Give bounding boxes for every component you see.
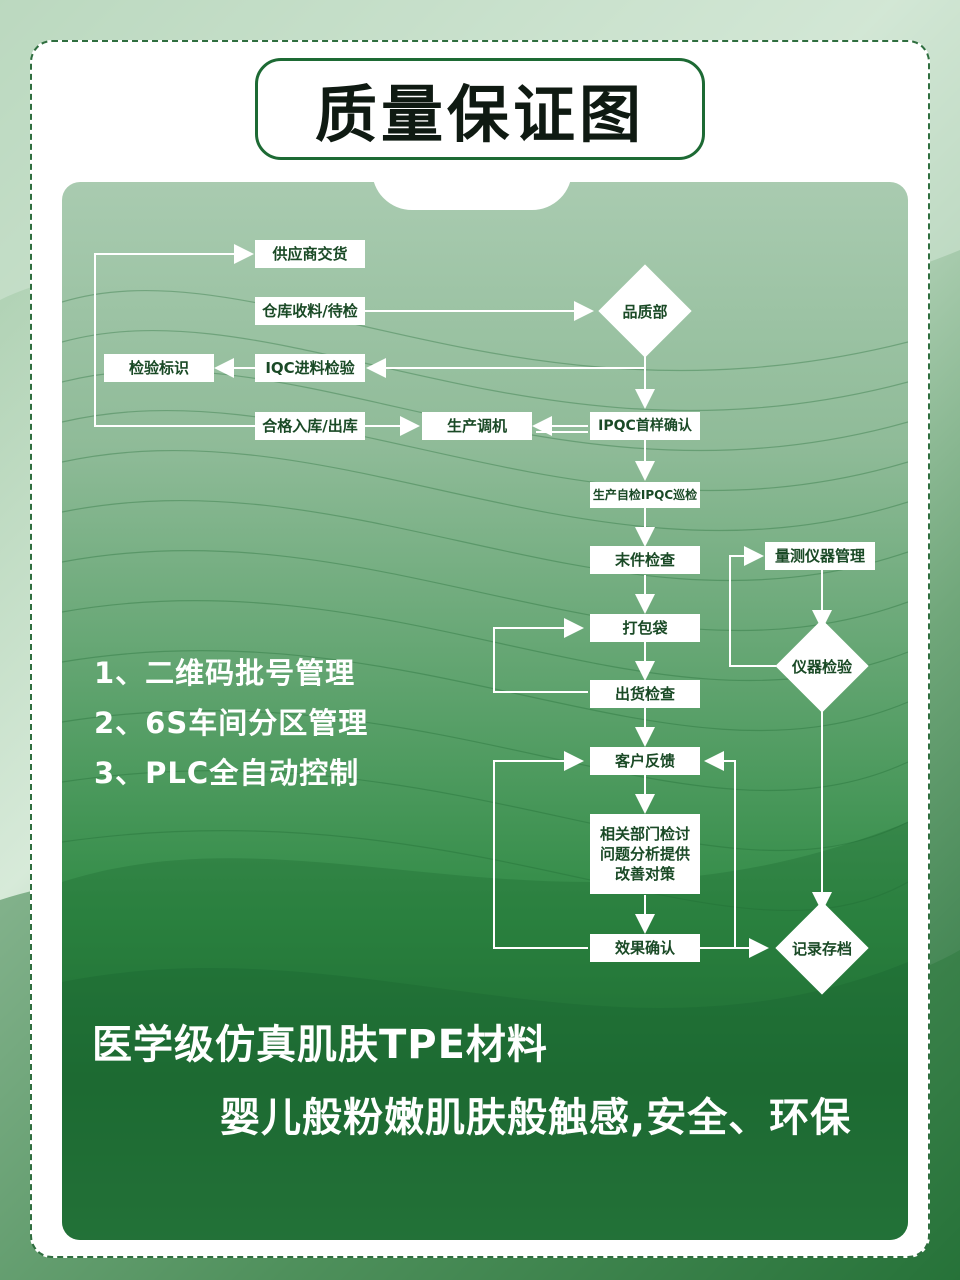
node-production-tuning: 生产调机 <box>422 412 532 440</box>
node-shipment-check: 出货检查 <box>590 680 700 708</box>
record-archive-label: 记录存档 <box>791 939 852 958</box>
node-quality-dept: 品质部 <box>597 263 693 359</box>
node-instrument-check: 仪器检验 <box>774 618 870 714</box>
node-inspection-label: 检验标识 <box>104 354 214 382</box>
quality-dept-label: 品质部 <box>622 302 668 321</box>
discussion-line-3: 改善对策 <box>614 865 675 884</box>
note-2: 2、6S车间分区管理 <box>94 706 369 740</box>
node-final-piece-check: 末件检查 <box>590 546 700 574</box>
panel-notch <box>372 170 572 210</box>
node-qualified-in-out: 合格入库/出库 <box>255 412 365 440</box>
bottom-tagline-2: 婴儿般粉嫩肌肤般触感,安全、环保 <box>220 1095 852 1141</box>
discussion-line-2: 问题分析提供 <box>599 844 690 863</box>
node-record-archive: 记录存档 <box>774 900 870 996</box>
node-iqc-inspection: IQC进料检验 <box>255 354 365 382</box>
node-discussion: 相关部门检讨 问题分析提供 改善对策 <box>590 814 700 894</box>
note-3: 3、PLC全自动控制 <box>94 756 360 790</box>
page-title: 质量保证图 <box>314 78 645 151</box>
node-supplier-delivery: 供应商交货 <box>255 240 365 268</box>
node-measuring-mgmt: 量测仪器管理 <box>765 542 875 570</box>
node-bagging: 打包袋 <box>590 614 700 642</box>
node-self-check-ipqc: 生产自检IPQC巡检 <box>590 482 700 508</box>
instrument-check-label: 仪器检验 <box>791 657 852 676</box>
node-ipqc-first-confirm: IPQC首样确认 <box>590 412 700 440</box>
title-box: 质量保证图 <box>255 58 705 160</box>
node-warehouse-receive: 仓库收料/待检 <box>255 297 365 325</box>
node-effect-confirm: 效果确认 <box>590 934 700 962</box>
bottom-tagline-1: 医学级仿真肌肤TPE材料 <box>92 1022 548 1068</box>
note-1: 1、二维码批号管理 <box>94 656 356 690</box>
node-customer-feedback: 客户反馈 <box>590 747 700 775</box>
flow-panel <box>62 182 908 1240</box>
discussion-line-1: 相关部门检讨 <box>599 824 690 843</box>
